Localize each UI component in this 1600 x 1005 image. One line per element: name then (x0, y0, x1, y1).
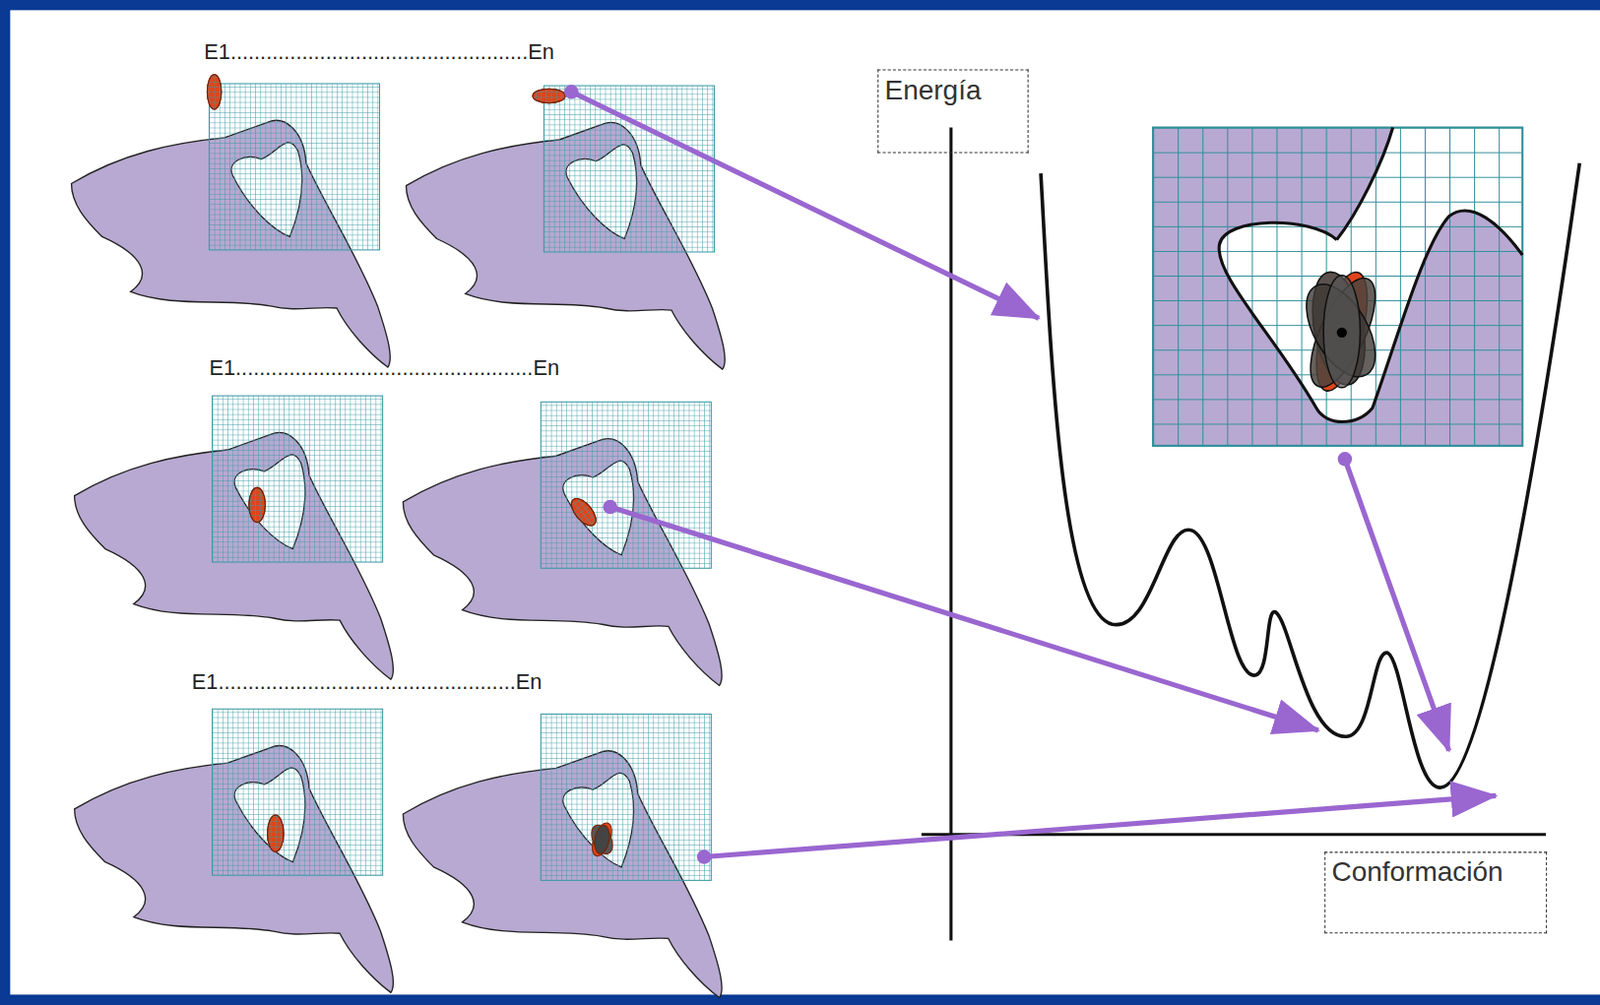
ensemble-range-label: E1......................................… (192, 669, 543, 694)
axis-label-box: Conformación (1324, 851, 1547, 934)
ensemble-range-label: E1......................................… (208, 356, 560, 381)
axis-title: Conformación (1331, 855, 1539, 890)
axis-title: Energía (885, 73, 1023, 108)
ensemble-range-label: E1......................................… (203, 39, 555, 64)
axis-label-box: Energía (877, 68, 1028, 153)
